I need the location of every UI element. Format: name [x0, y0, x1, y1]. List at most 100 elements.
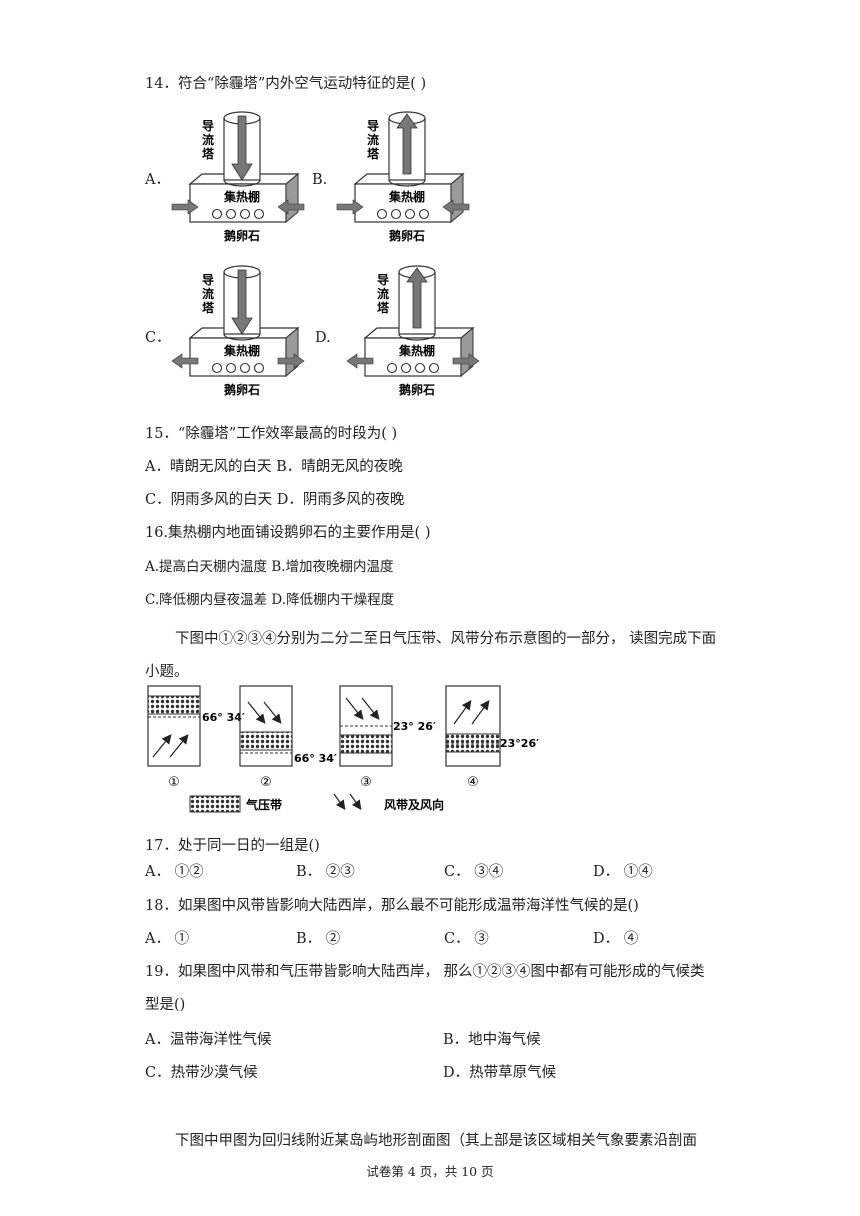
tower-base — [223, 179, 261, 187]
panel-4: 23°26′ ④ — [445, 685, 539, 790]
q14-stem: 14．符合“除霾塔”内外空气运动特征的是( ) — [145, 76, 427, 92]
q16-options-row2: C.降低棚内昼夜温差 D.降低棚内干燥程度 — [145, 592, 395, 608]
inward-arrow-left-icon — [336, 199, 364, 215]
q14-option-c: C． — [145, 330, 171, 346]
pebble-icon — [225, 362, 237, 374]
intro-paragraph-1: 下图中①②③④分别为二分二至日气压带、风带分布示意图的一部分， 读图完成下面小题… — [145, 631, 717, 680]
lat-label-1: 66° 34′ — [202, 711, 245, 724]
q17-option-a: A． ①② — [145, 864, 204, 880]
pebble-icon — [428, 362, 440, 374]
panel-1: 66° 34′ ① — [147, 685, 245, 790]
pebble-icon — [414, 362, 426, 374]
q16-options-row1: A.提高白天棚内温度 B.增加夜晚棚内温度 — [145, 559, 394, 575]
pebble-icon — [225, 208, 237, 220]
q18-option-c: C． ③ — [444, 931, 489, 947]
tower-label: 导 — [202, 118, 214, 133]
pebble-icon — [418, 208, 430, 220]
q16-stem: 16.集热棚内地面铺设鹅卵石的主要作用是( ) — [145, 525, 431, 541]
legend-wind-label: 风带及风向 — [384, 797, 444, 812]
tower-label: 塔 — [367, 146, 380, 161]
pebble-icon — [211, 208, 223, 220]
up-arrow-icon — [396, 113, 418, 175]
legend: 气压带 风带及风向 — [189, 793, 444, 813]
shed-label: 集热棚 — [223, 189, 260, 204]
q14-option-d: D. — [315, 330, 331, 346]
inward-arrow-right-icon — [442, 199, 470, 215]
shed-front — [364, 337, 462, 377]
pebble-icon — [253, 362, 265, 374]
q19-option-a: A．温带海洋性气候 — [145, 1032, 272, 1048]
outward-arrow-right-icon — [277, 353, 305, 369]
pebble-icon — [386, 362, 398, 374]
q17-option-c: C． ③④ — [444, 864, 504, 880]
pebble-icon — [239, 208, 251, 220]
tower-label: 导 — [377, 272, 389, 287]
q19-option-b: B．地中海气候 — [443, 1032, 541, 1048]
shed-label: 集热棚 — [388, 189, 425, 204]
q17-option-d: D． ①④ — [593, 864, 653, 880]
outward-arrow-right-icon — [452, 353, 480, 369]
tower-label: 流 — [377, 286, 389, 301]
inward-arrow-left-icon — [171, 199, 199, 215]
pressure-belt-figure: 66° 34′ ① 66° 34′ ② 23° 26′ ③ 23°26′ ④ 气… — [147, 685, 539, 813]
outward-arrow-left-icon — [346, 353, 374, 369]
q14-option-b: B. — [312, 172, 328, 188]
shed-label: 集热棚 — [398, 343, 435, 358]
shed-label: 集热棚 — [223, 343, 260, 358]
down-arrow-icon — [231, 115, 253, 181]
q19-option-d: D．热带草原气候 — [443, 1065, 557, 1081]
q15-stem: 15．“除霾塔”工作效率最高的时段为( ) — [145, 426, 398, 442]
shed-front — [189, 337, 287, 377]
stone-label: 鹅卵石 — [399, 382, 435, 397]
q18-option-d: D． ④ — [593, 931, 639, 947]
pebble-icon — [390, 208, 402, 220]
tower-base — [388, 179, 426, 187]
lat-label-2: 66° 34′ — [294, 752, 337, 765]
stone-label: 鹅卵石 — [224, 382, 260, 397]
tower-label: 流 — [202, 286, 214, 301]
q18-stem: 18．如果图中风带皆影响大陆西岸，那么最不可能形成温带海洋性气候的是() — [145, 898, 639, 914]
q17-stem: 17．处于同一日的一组是() — [145, 838, 320, 854]
q17-option-b: B． ②③ — [296, 864, 355, 880]
tower-label: 塔 — [202, 300, 215, 315]
pebble-icon — [211, 362, 223, 374]
pebble-icon — [404, 208, 416, 220]
page-footer: 试卷第 4 页，共 10 页 — [366, 1164, 494, 1179]
panel-label-1: ① — [168, 775, 180, 790]
panel-2: 66° 34′ ② — [239, 685, 337, 790]
tower-label: 流 — [367, 132, 379, 147]
outward-arrow-left-icon — [171, 353, 199, 369]
q15-options-row1: A．晴朗无风的白天 B．晴朗无风的夜晚 — [145, 459, 403, 475]
stone-label: 鹅卵石 — [224, 228, 260, 243]
inward-arrow-right-icon — [277, 199, 305, 215]
tower-base — [223, 333, 261, 341]
tower-label: 塔 — [202, 146, 215, 161]
tower-label: 流 — [202, 132, 214, 147]
q19-stem-line1: 19．如果图中风带和气压带皆影响大陆西岸， 那么①②③④图中都有可能形成的气候类 — [145, 964, 705, 980]
legend-pressure-label: 气压带 — [245, 797, 282, 812]
panel-label-3: ③ — [360, 775, 372, 790]
q15-options-row2: C．阴雨多风的白天 D．阴雨多风的夜晚 — [145, 492, 405, 508]
pebble-icon — [239, 362, 251, 374]
intro-paragraph-2: 下图中甲图为回归线附近某岛屿地形剖面图（其上部是该区域相关气象要素沿剖面 — [175, 1133, 697, 1149]
stone-label: 鹅卵石 — [389, 228, 425, 243]
q18-option-b: B． ② — [296, 931, 341, 947]
up-arrow-icon — [406, 267, 428, 329]
tower-label: 导 — [367, 118, 379, 133]
tower-label: 塔 — [377, 300, 390, 315]
q19-stem-line2: 型是() — [145, 997, 186, 1013]
tower-label: 导 — [202, 272, 214, 287]
panel-label-2: ② — [260, 775, 272, 790]
pebble-icon — [400, 362, 412, 374]
panel-label-4: ④ — [467, 775, 479, 790]
q14-option-a: A． — [145, 172, 170, 188]
pebble-icon — [376, 208, 388, 220]
